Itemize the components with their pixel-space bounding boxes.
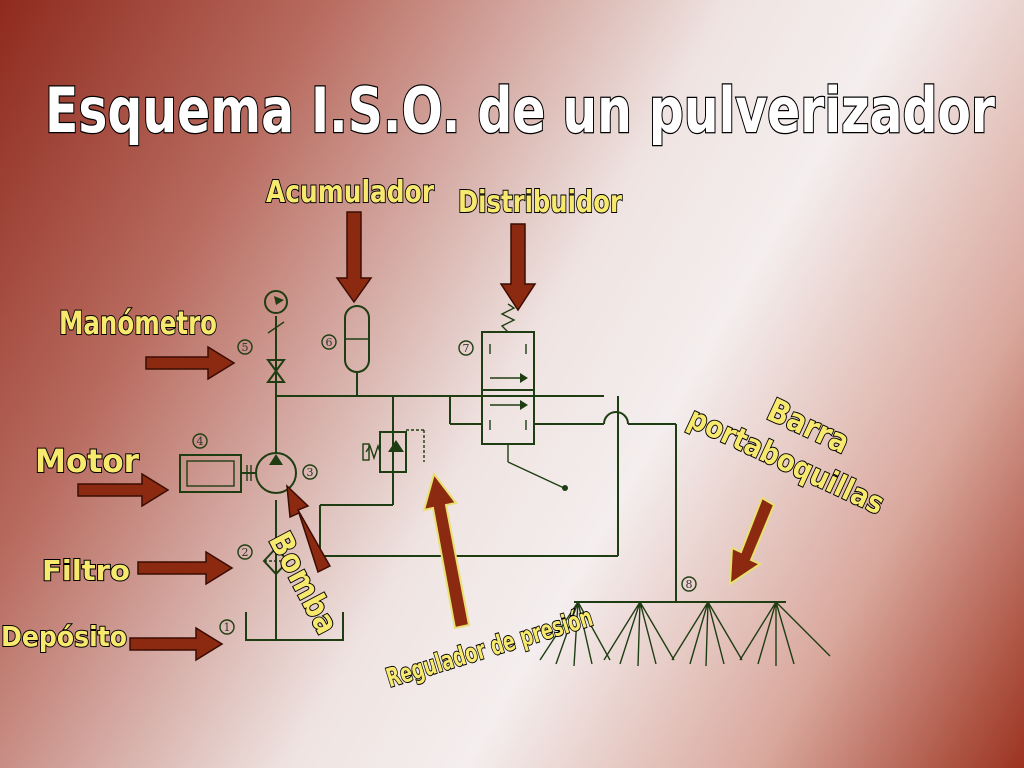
arrow-barra (728, 496, 776, 586)
gauge-valve (266, 359, 286, 383)
arrow-regulador (422, 471, 471, 630)
arrow-bomba (286, 484, 332, 574)
component-numbers: 1 2 3 4 5 6 7 8 (192, 334, 697, 635)
distributor-flow-head (520, 373, 528, 383)
label-arrows (77, 211, 776, 662)
label-deposito: Depósito (1, 620, 127, 653)
page-title: Esquema I.S.O. de un pulverizador (45, 74, 995, 147)
label-bomba: Bomba (261, 525, 346, 640)
regulator-knob (362, 443, 370, 461)
distributor-ports (489, 344, 527, 430)
labels: Acumulador Distribuidor Manómetro Motor … (0, 174, 890, 695)
arrow-acumulador (335, 211, 373, 304)
label-motor: Motor (35, 442, 139, 480)
label-distribuidor: Distribuidor (458, 185, 622, 220)
regulator-arrow (388, 440, 404, 452)
number-3: 3 (307, 466, 314, 479)
tank-symbol (245, 612, 344, 641)
arrow-distribuidor (499, 223, 537, 312)
number-7: 7 (463, 342, 470, 355)
regulator-spring (365, 443, 381, 461)
number-1: 1 (224, 621, 231, 634)
label-filtro: Filtro (42, 554, 130, 587)
arrow-filtro (137, 550, 234, 586)
number-2: 2 (242, 546, 249, 559)
number-4: 4 (197, 435, 204, 448)
distributor-spring (500, 303, 516, 333)
pump-triangle (269, 454, 283, 465)
arrow-deposito (129, 626, 224, 662)
gauge-needle (274, 296, 284, 305)
schematic: 1 2 3 4 5 6 7 8 (179, 290, 831, 667)
distributor-lever (507, 461, 565, 489)
distributor-flow-head-2 (520, 400, 528, 410)
filter-symbol (262, 546, 290, 576)
motor-inner (186, 460, 235, 487)
nozzle-sprays (539, 601, 831, 667)
motor-symbol (179, 454, 242, 493)
gauge-tap (267, 321, 285, 334)
line-crossover (603, 411, 629, 425)
arrow-motor (77, 472, 170, 508)
label-acumulador: Acumulador (266, 175, 434, 210)
label-regulador: Regulador de presión (383, 603, 596, 694)
number-6: 6 (326, 336, 333, 349)
label-manometro: Manómetro (59, 304, 217, 342)
gauge-symbol (264, 290, 288, 314)
number-8: 8 (686, 578, 693, 591)
distributor-lever-pivot (562, 485, 568, 491)
number-5: 5 (242, 341, 249, 354)
arrow-manometro (145, 345, 236, 381)
